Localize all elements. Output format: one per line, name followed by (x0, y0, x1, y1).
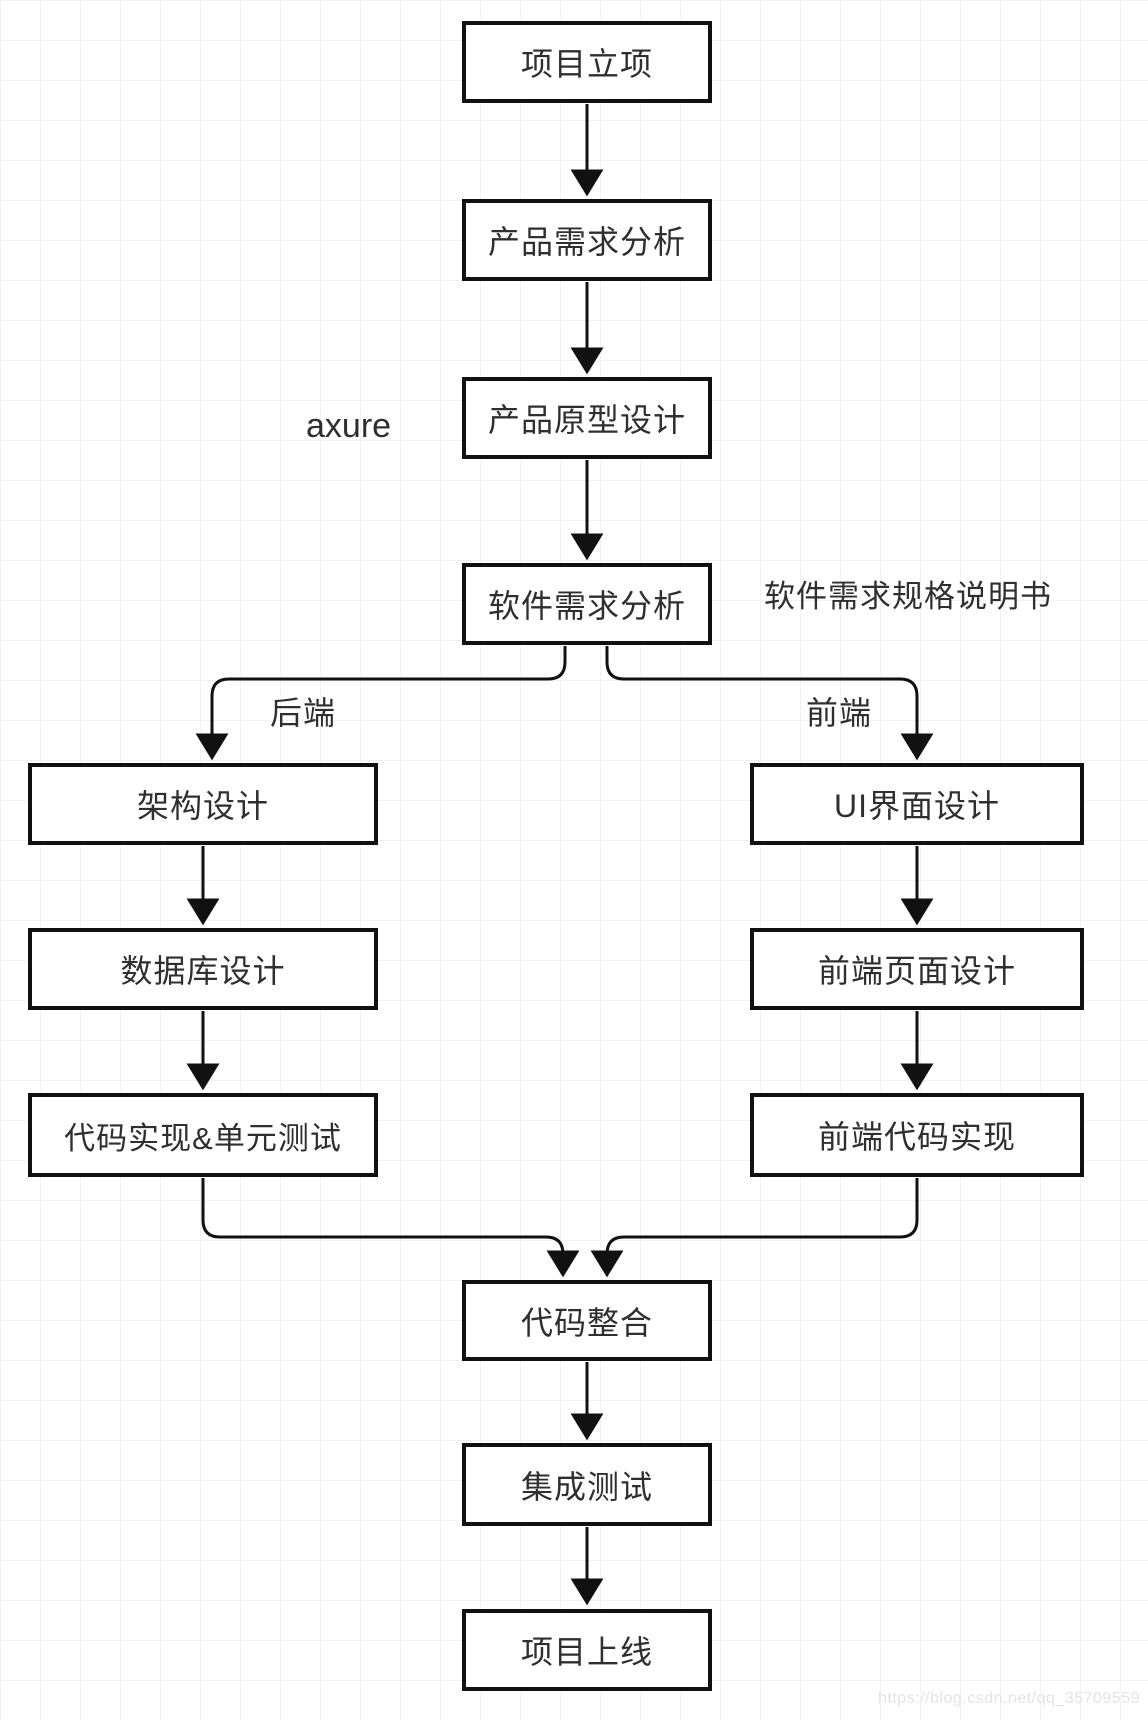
label-frontend-branch: 前端 (806, 695, 873, 731)
node-project-launch: 项目上线 (462, 1609, 712, 1691)
edge-frontend-code-to-integration (590, 1178, 919, 1278)
label-backend-branch: 后端 (270, 695, 337, 731)
node-integration-testing: 集成测试 (462, 1443, 712, 1526)
node-code-integration: 代码整合 (462, 1280, 712, 1361)
node-database-design: 数据库设计 (28, 928, 378, 1010)
label-srs-document: 软件需求规格说明书 (764, 579, 1052, 614)
node-software-requirements-analysis: 软件需求分析 (462, 563, 712, 645)
node-architecture-design: 架构设计 (28, 763, 378, 845)
node-ui-design: UI界面设计 (750, 763, 1084, 845)
edge-backend-branch (195, 646, 567, 761)
watermark-text: https://blog.csdn.net/qq_35709559 (877, 1690, 1140, 1707)
label-axure-tool: axure (306, 407, 392, 445)
node-frontend-code-implementation: 前端代码实现 (750, 1093, 1084, 1177)
node-frontend-page-design: 前端页面设计 (750, 928, 1084, 1010)
edge-code-unit-test-to-integration (201, 1178, 580, 1278)
node-product-prototype-design: 产品原型设计 (462, 377, 712, 459)
node-product-requirements-analysis: 产品需求分析 (462, 199, 712, 281)
node-code-implementation-unit-test: 代码实现&单元测试 (28, 1093, 378, 1177)
node-project-initiation: 项目立项 (462, 21, 712, 103)
